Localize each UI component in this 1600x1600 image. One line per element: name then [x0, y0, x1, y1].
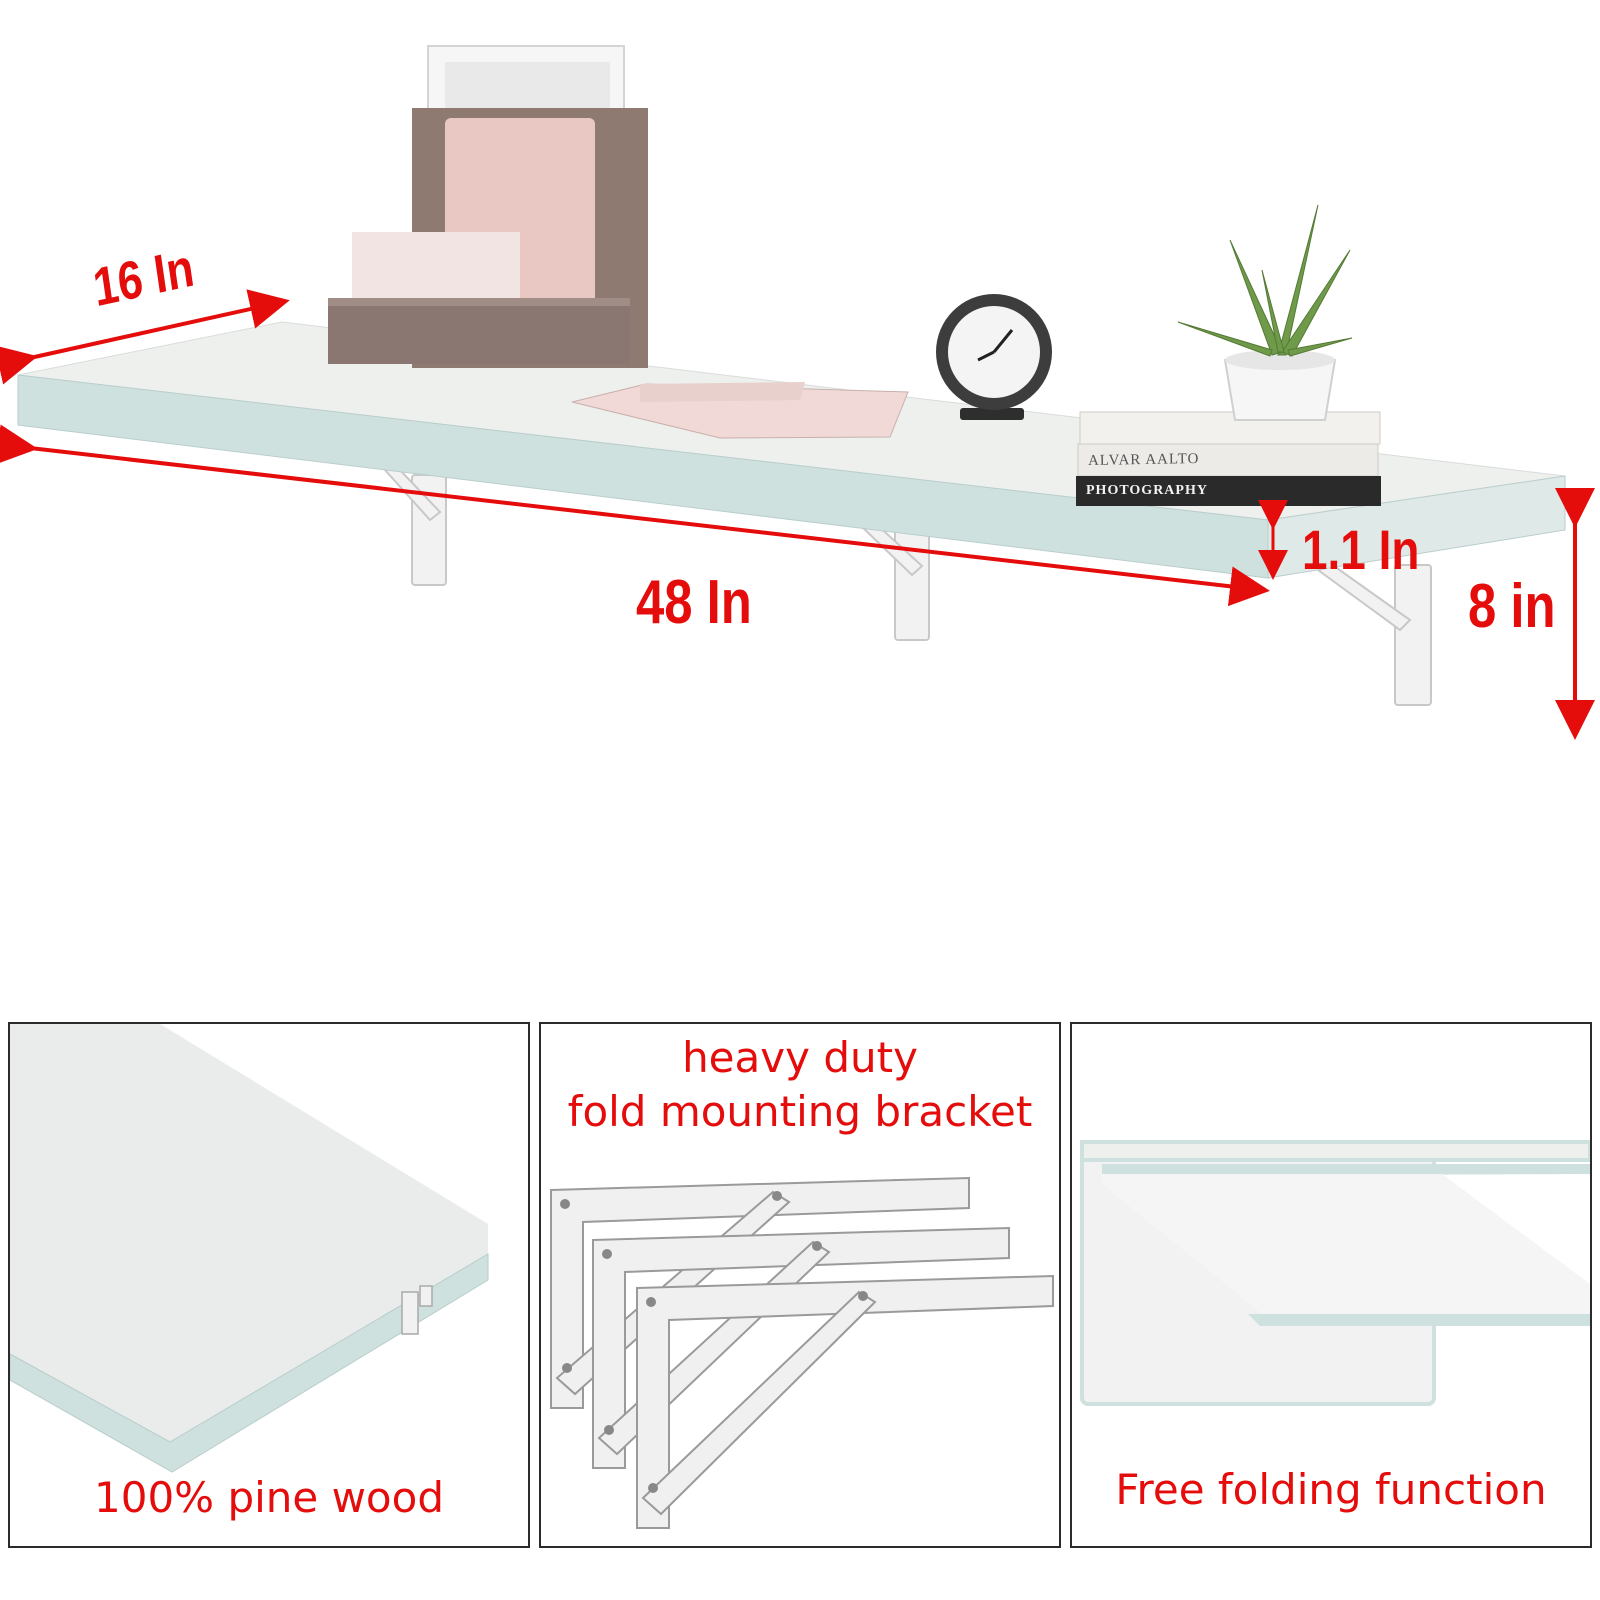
- main-product-scene: ALVAR AALTO PHOTOGRAPHY 16 In 48 In 1.1 …: [0, 0, 1600, 780]
- panel-caption-bracket-line2: fold mounting bracket: [567, 1087, 1033, 1136]
- panel-caption-folding: Free folding function: [1115, 1465, 1547, 1514]
- clock: [936, 294, 1052, 420]
- thickness-label: 1.1 In: [1302, 518, 1420, 581]
- folding-shelf-closeup: [1080, 1140, 1590, 1406]
- bracket-left: [383, 466, 447, 586]
- bracket-middle: [857, 520, 930, 641]
- desk-organizer: [328, 45, 648, 368]
- panel-caption-bracket-line1: heavy duty: [682, 1033, 918, 1082]
- panel-caption-pine-wood: 100% pine wood: [94, 1473, 444, 1522]
- dimension-arrows: [0, 289, 1595, 740]
- feature-panel-bracket: heavy duty fold mounting bracket: [539, 1022, 1061, 1548]
- length-label: 48 In: [636, 568, 752, 637]
- potted-plant: [1177, 204, 1353, 421]
- pine-wood-closeup: [10, 1024, 489, 1473]
- feature-panel-folding: Free folding function: [1070, 1022, 1592, 1548]
- length-arrow: [0, 424, 1270, 607]
- book-title-bottom: PHOTOGRAPHY: [1086, 483, 1208, 498]
- book-title-top: ALVAR AALTO: [1087, 451, 1200, 469]
- feature-panel-pine-wood: 100% pine wood: [8, 1022, 530, 1548]
- bracket-right: [1315, 564, 1432, 706]
- bracket-height-label: 8 in: [1468, 572, 1556, 641]
- depth-arrow: [0, 289, 290, 385]
- folding-bracket-trio: [550, 1176, 1054, 1529]
- shelf-illustration: [0, 45, 1595, 740]
